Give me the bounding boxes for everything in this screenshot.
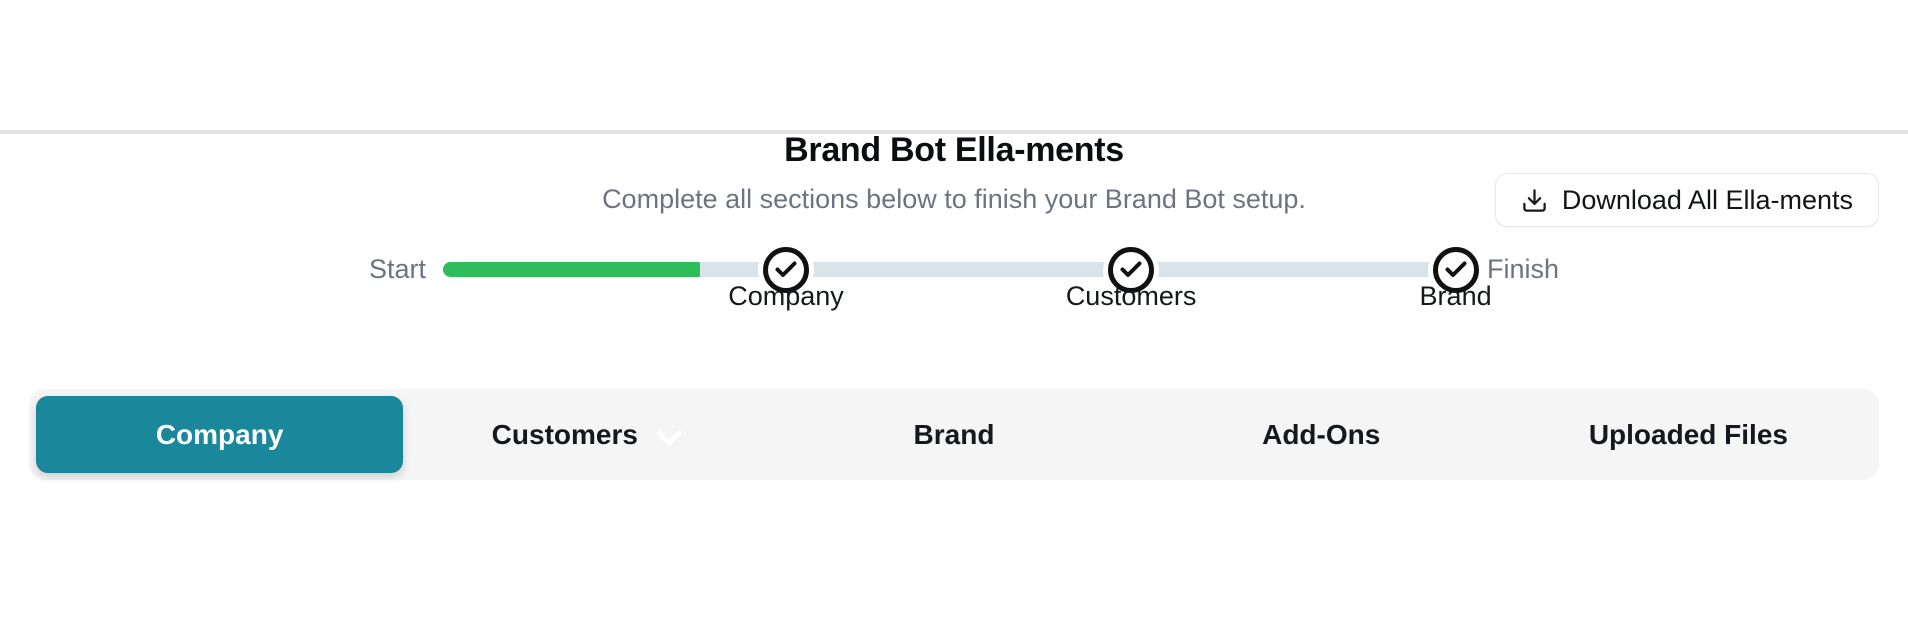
progress-start-label: Start [369, 254, 427, 284]
download-all-button-label: Download All Ella-ments [1561, 184, 1853, 215]
tab-brand[interactable]: Brand [770, 396, 1137, 473]
tab-company[interactable]: Company [36, 396, 404, 473]
tab-customers[interactable]: Customers [403, 396, 770, 473]
checkpoint-brand: Brand [1420, 246, 1492, 311]
checkpoint-label: Company [728, 280, 844, 311]
tab-add-ons[interactable]: Add-Ons [1138, 396, 1505, 473]
setup-progress: Start Company Customers Brand Finish [369, 246, 1559, 311]
section-tabbar: Company Customers Brand Add-Ons Uploaded… [29, 389, 1879, 480]
checkmark-icon [1432, 246, 1479, 293]
chevron-down-icon [656, 421, 682, 453]
tab-label: Customers [491, 418, 638, 450]
page-header: Brand Bot Ella-ments Complete all sectio… [0, 130, 1908, 216]
checkpoint-customers: Customers [1066, 246, 1196, 311]
tab-label: Add-Ons [1262, 418, 1381, 450]
tab-label: Uploaded Files [1588, 418, 1788, 450]
checkpoint-label: Brand [1419, 280, 1492, 311]
tab-label: Brand [913, 418, 995, 450]
checkmark-icon [1108, 246, 1155, 293]
tab-uploaded-files[interactable]: Uploaded Files [1505, 396, 1872, 473]
progress-fill [443, 262, 700, 277]
top-divider [0, 130, 1908, 134]
page-subtitle: Complete all sections below to finish yo… [602, 184, 1306, 214]
checkpoint-label: Customers [1065, 280, 1197, 311]
progress-track: Company Customers Brand [443, 246, 1492, 311]
progress-finish-label: Finish [1486, 254, 1559, 284]
page-title: Brand Bot Ella-ments [784, 131, 1124, 169]
download-icon [1521, 187, 1548, 214]
checkmark-icon [763, 246, 810, 293]
tab-label: Company [155, 418, 284, 450]
download-all-button[interactable]: Download All Ella-ments [1494, 173, 1879, 227]
checkpoint-company: Company [728, 246, 844, 311]
